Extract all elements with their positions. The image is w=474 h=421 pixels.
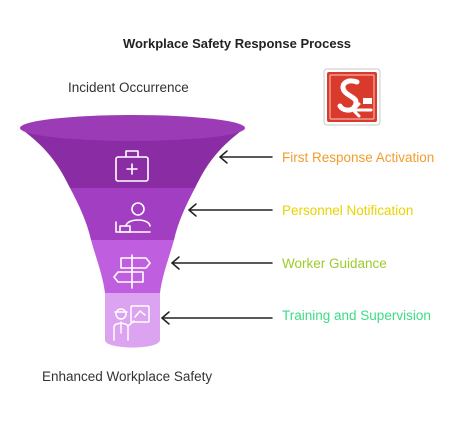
person-at-desk-icon [115, 202, 151, 233]
stage-label-1: First Response Activation [282, 150, 435, 165]
arrow-1 [219, 150, 273, 164]
funnel-segment-1 [20, 128, 245, 188]
funnel-top-rim [20, 115, 245, 141]
arrow-4 [161, 311, 273, 325]
arrow-3 [171, 256, 273, 270]
funnel-segment-2 [70, 188, 195, 240]
funnel-output-label: Enhanced Workplace Safety [42, 369, 213, 384]
safety-logo-icon [323, 68, 381, 126]
stage-label-3: Worker Guidance [282, 256, 387, 271]
stage-label-4: Training and Supervision [282, 308, 431, 323]
diagram-title: Workplace Safety Response Process [122, 36, 352, 51]
stage-label-2: Personnel Notification [282, 203, 414, 218]
arrow-2 [188, 203, 273, 217]
signpost-icon [113, 254, 151, 289]
first-aid-kit-icon [115, 150, 149, 182]
funnel-input-label: Incident Occurrence [68, 80, 189, 95]
worker-presentation-icon [113, 305, 150, 341]
